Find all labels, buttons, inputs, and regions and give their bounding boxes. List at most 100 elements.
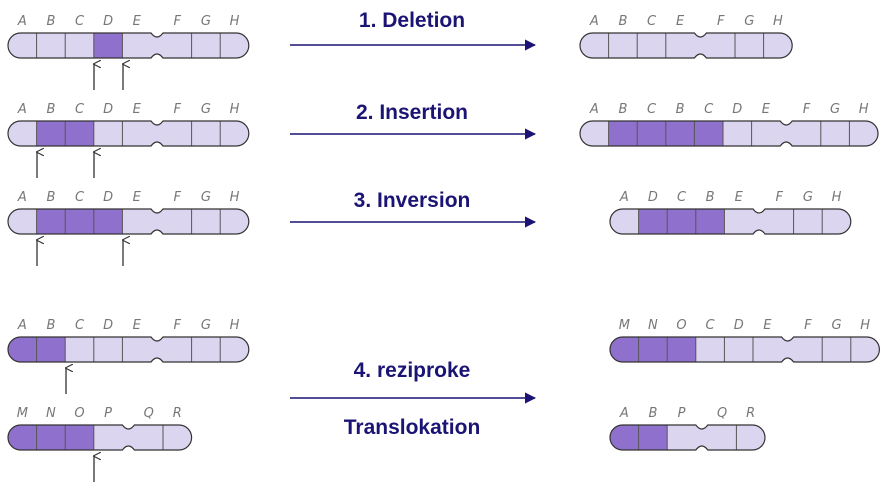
segment-highlight bbox=[694, 121, 723, 146]
step-title-inversion: 3. Inversion bbox=[354, 189, 471, 212]
segment-highlight bbox=[638, 337, 668, 362]
segment-label: B bbox=[618, 102, 627, 117]
segment-highlight bbox=[93, 33, 123, 58]
chromosome-translocation-before-1: A B C D E F G H bbox=[7, 318, 250, 363]
segment-highlight bbox=[610, 337, 639, 362]
segment-label: A bbox=[17, 318, 27, 333]
segment-label: E bbox=[763, 318, 772, 333]
segment-label: F bbox=[174, 190, 182, 205]
chromosome-body bbox=[580, 33, 793, 58]
segment-label: C bbox=[75, 318, 85, 333]
segment-label: B bbox=[618, 14, 627, 29]
segment-highlight bbox=[36, 121, 66, 146]
segment-label: A bbox=[619, 190, 629, 205]
segment-label: C bbox=[647, 14, 657, 29]
segment-label: H bbox=[859, 102, 869, 117]
segment-label: A bbox=[17, 190, 27, 205]
segment-label: R bbox=[173, 406, 182, 421]
segment-label: C bbox=[75, 102, 85, 117]
segment-label: E bbox=[133, 318, 142, 333]
segment-label: E bbox=[735, 190, 744, 205]
segment-highlight bbox=[36, 209, 66, 234]
segment-label: H bbox=[230, 14, 240, 29]
segment-label: A bbox=[17, 14, 27, 29]
segment-highlight bbox=[610, 425, 639, 450]
segment-label: D bbox=[734, 318, 744, 333]
segment-label: H bbox=[230, 190, 240, 205]
segment-highlight bbox=[36, 425, 66, 450]
segment-label: C bbox=[706, 318, 716, 333]
segment-highlight bbox=[93, 209, 123, 234]
segment-label: H bbox=[230, 318, 240, 333]
segment-label: P bbox=[104, 406, 112, 421]
segment-label: G bbox=[201, 318, 211, 333]
segment-label: F bbox=[174, 14, 182, 29]
segment-highlight bbox=[638, 209, 668, 234]
segment-label: G bbox=[803, 190, 813, 205]
segment-highlight bbox=[667, 337, 696, 362]
segment-label: P bbox=[678, 406, 686, 421]
step-title-translocation-line1: 4. reziproke bbox=[354, 359, 471, 382]
segment-label: F bbox=[776, 190, 784, 205]
segment-highlight bbox=[695, 209, 725, 234]
segment-label: G bbox=[201, 102, 211, 117]
segment-label: B bbox=[706, 190, 715, 205]
step-title-deletion: 1. Deletion bbox=[359, 9, 465, 32]
step-title-translocation-line2: Translokation bbox=[344, 416, 481, 439]
segment-label: M bbox=[619, 318, 630, 333]
segment-label: B bbox=[46, 14, 55, 29]
segment-label: H bbox=[860, 318, 870, 333]
segment-label: A bbox=[589, 102, 599, 117]
segment-highlight bbox=[8, 425, 37, 450]
segment-label: A bbox=[619, 406, 629, 421]
segment-label: H bbox=[832, 190, 842, 205]
segment-label: D bbox=[103, 102, 113, 117]
segment-label: M bbox=[17, 406, 28, 421]
segment-label: B bbox=[46, 318, 55, 333]
chromosome-body bbox=[8, 33, 249, 58]
segment-label: Q bbox=[144, 406, 154, 421]
segment-label: N bbox=[648, 318, 658, 333]
segment-label: C bbox=[75, 14, 85, 29]
segment-label: H bbox=[230, 102, 240, 117]
segment-label: G bbox=[744, 14, 754, 29]
segment-label: A bbox=[17, 102, 27, 117]
segment-label: Q bbox=[717, 406, 727, 421]
segment-label: E bbox=[133, 190, 142, 205]
segment-label: R bbox=[746, 406, 755, 421]
segment-highlight bbox=[608, 121, 638, 146]
segment-label: C bbox=[677, 190, 687, 205]
segment-label: D bbox=[648, 190, 658, 205]
segment-highlight bbox=[65, 209, 94, 234]
segment-label: C bbox=[647, 102, 657, 117]
segment-label: F bbox=[174, 318, 182, 333]
segment-highlight bbox=[65, 121, 94, 146]
segment-label: F bbox=[803, 102, 811, 117]
segment-label: D bbox=[103, 318, 113, 333]
segment-label: G bbox=[201, 14, 211, 29]
segment-highlight bbox=[65, 425, 94, 450]
segment-highlight bbox=[638, 425, 668, 450]
segment-label: H bbox=[773, 14, 783, 29]
segment-label: B bbox=[46, 102, 55, 117]
segment-label: O bbox=[676, 318, 686, 333]
segment-label: C bbox=[704, 102, 714, 117]
segment-label: C bbox=[75, 190, 85, 205]
segment-label: G bbox=[831, 318, 841, 333]
segment-label: N bbox=[46, 406, 56, 421]
segment-label: B bbox=[676, 102, 685, 117]
segment-label: B bbox=[46, 190, 55, 205]
segment-highlight bbox=[36, 337, 66, 362]
segment-label: D bbox=[103, 190, 113, 205]
